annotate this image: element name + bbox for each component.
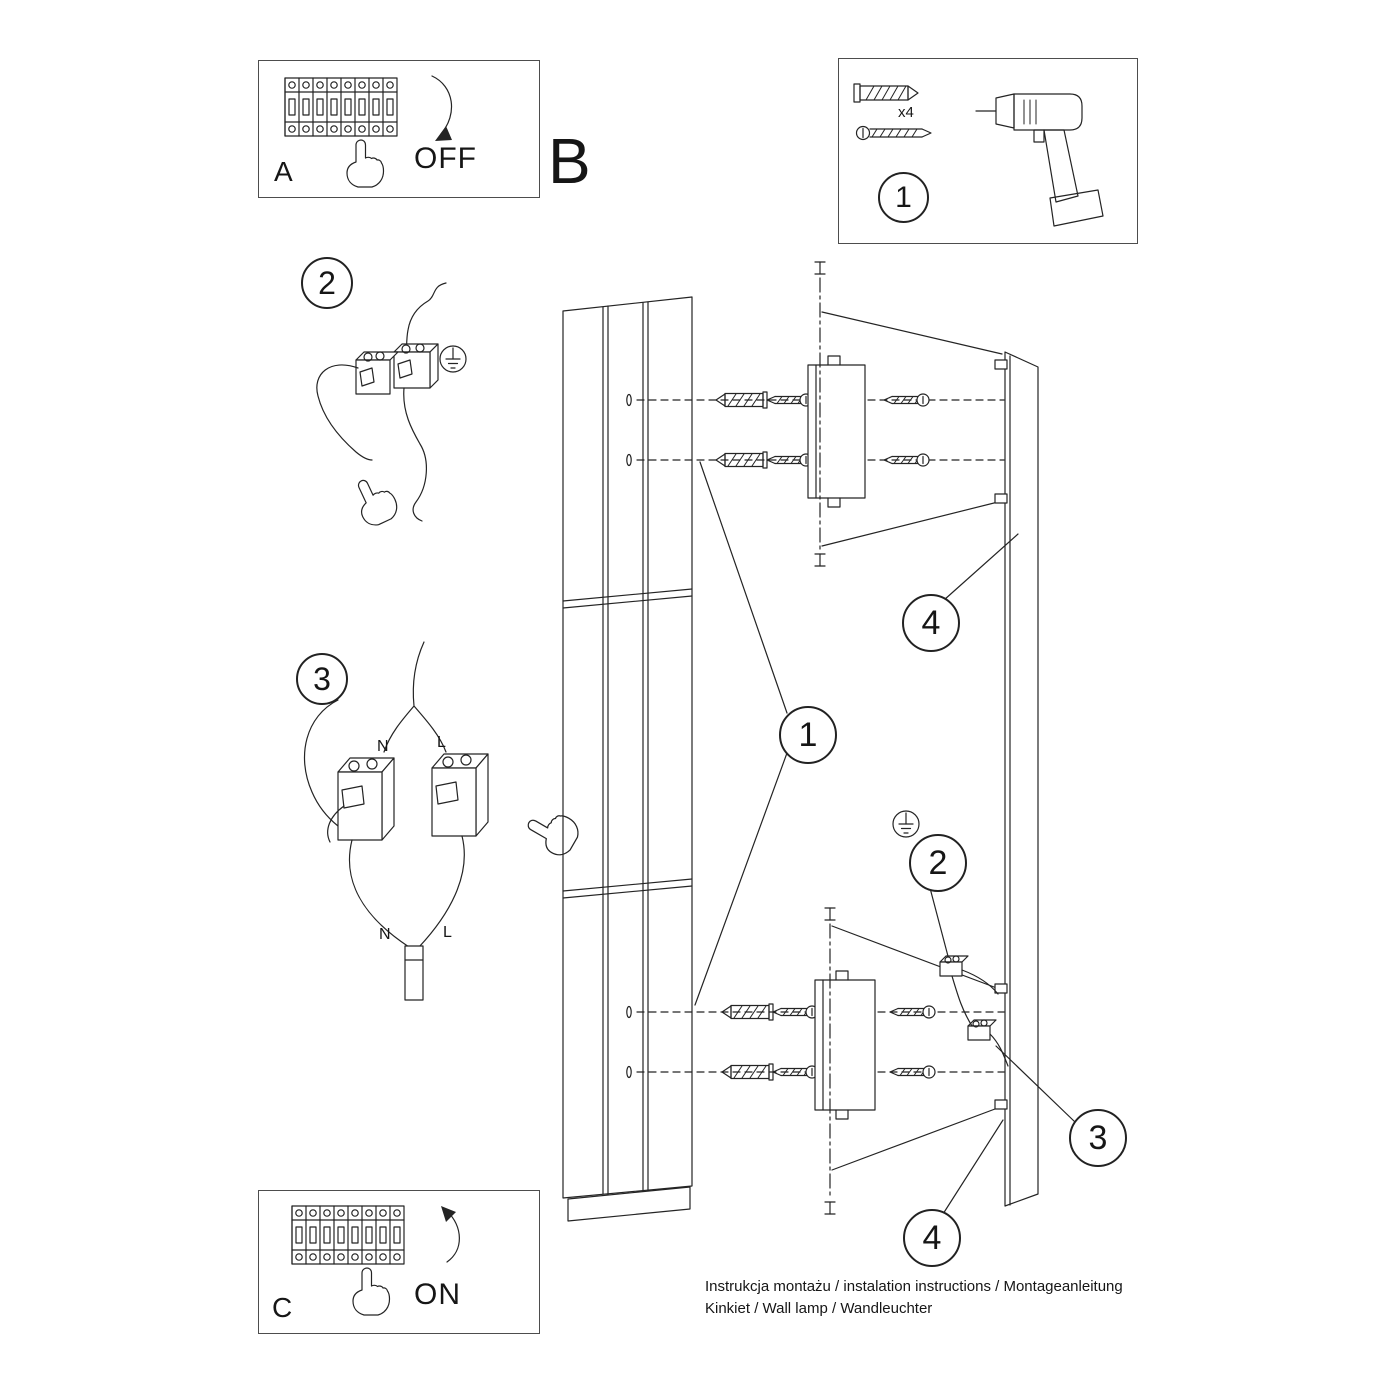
wire-n-label-bottom: N [379,926,391,943]
wire-connector-icon [355,351,399,395]
wire [951,975,973,1027]
axis-lines [636,399,1005,1073]
footer-line-1: Instrukcja montażu / instalation instruc… [705,1278,1123,1295]
callout-3-badge: 3 [1069,1109,1127,1167]
callout-4-bottom-badge: 4 [903,1209,961,1267]
panel-c-label: C [272,1292,293,1323]
callout-1-badge: 1 [779,706,837,764]
wire [418,835,465,948]
panel-c-art [292,1206,460,1316]
wire-connector-mini [939,955,999,995]
panel-b-label: B [548,125,591,197]
step-2-badge: 2 [301,257,353,309]
lamp-assembly-art [562,261,1076,1222]
wire [989,1033,1009,1067]
callout-4-top-badge: 4 [902,594,960,652]
panel-tools-frame [838,58,1138,244]
drill-icon [975,93,1104,227]
terminal-block-icon [431,753,489,837]
mounting-bracket-top [807,355,866,508]
wire [383,641,447,753]
wire-l-label-top: L [437,734,446,751]
panel-a-art [285,75,453,188]
mounting-bracket-bottom [814,970,876,1120]
on-label: ON [414,1278,461,1311]
tools-step-badge: 1 [878,172,929,223]
anchor-count-label: x4 [898,104,914,121]
step2-wiring-art [316,282,467,530]
footer-line-2: Kinkiet / Wall lamp / Wandleuchter [705,1300,933,1317]
panel-tools-art [853,83,1104,227]
wire [961,969,999,995]
step-3-badge: 3 [296,653,348,705]
cable-ferrule-icon [404,945,424,1001]
wall-plug-icon [853,83,919,103]
screw-icon [855,125,932,141]
wire [316,364,373,461]
panel-c-frame [258,1190,540,1334]
terminal-block-icon [327,757,395,843]
footer-text: Instrukcja montażu / instalation instruc… [705,1276,1123,1320]
wire-connector-icon [393,343,439,389]
wire [403,387,427,522]
panel-a-label: A [274,156,293,187]
lamp-panel-drawing [562,296,693,1222]
off-arrow [431,75,453,135]
wire-n-label-top: N [377,738,389,755]
leader-lines [694,461,1076,1215]
center-lines [819,277,831,1199]
projection-lines [821,311,1004,1171]
wire-connector-mini [967,1019,1009,1067]
callout-2-badge: 2 [909,834,967,892]
wire-l-label-bottom: L [443,924,452,941]
panel-a-frame [258,60,540,198]
off-label: OFF [414,142,477,175]
wire [327,805,345,843]
wire [304,699,339,827]
wall-profile-drawing [994,351,1039,1207]
wire [348,839,410,948]
step3-wiring-art [304,641,585,1001]
